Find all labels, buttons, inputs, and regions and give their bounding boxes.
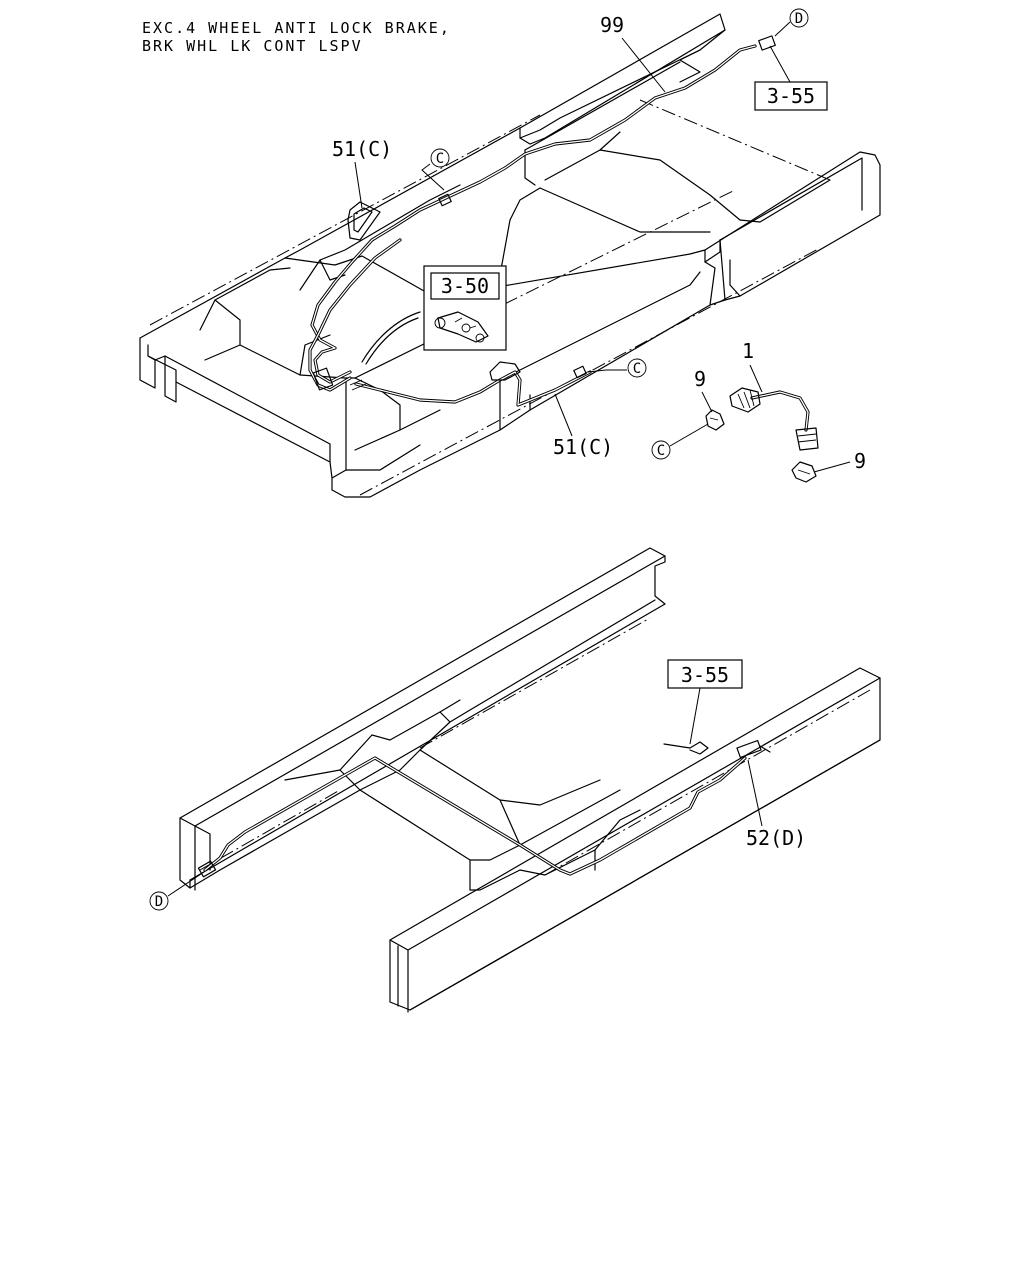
ref-box-3-55-top[interactable] [754, 81, 828, 111]
callout-9-upper[interactable]: 9 [694, 367, 706, 391]
bolt-icon [663, 741, 709, 755]
ref-label-3-55-bottom: 3-55 [681, 663, 729, 687]
diagram-header: EXC.4 WHEEL ANTI LOCK BRAKE, BRK WHL LK … [142, 19, 451, 55]
connector-c-clip [651, 440, 671, 460]
lspv-valve-icon [434, 311, 489, 343]
clip-9-lower [791, 461, 817, 483]
callout-9-lower[interactable]: 9 [854, 449, 866, 473]
brake-pipe-52d [197, 739, 771, 878]
callout-51c-top[interactable]: 51(C) [332, 137, 392, 161]
connector-c-mid [627, 358, 647, 378]
hose-end-fitting-icon [729, 387, 761, 413]
connector-c-top-label: C [436, 151, 444, 167]
callout-52d[interactable]: 52(D) [746, 826, 806, 850]
connector-d-bottom-label: D [155, 894, 163, 910]
connector-d-bottom [149, 891, 169, 911]
callout-99[interactable]: 99 [600, 13, 624, 37]
header-line-1: EXC.4 WHEEL ANTI LOCK BRAKE, [142, 19, 451, 37]
connector-c-clip-label: C [657, 443, 665, 459]
ref-box-3-55-bottom[interactable] [667, 659, 743, 689]
callouts-top: 99 D 3-55 51(C) C C 51(C) 1 9 C 9 [332, 8, 866, 473]
top-frame [139, 13, 881, 498]
connector-c-top [430, 148, 450, 168]
brake-pipe-51c [308, 35, 776, 407]
ref-inset-3-50: 3-50 [361, 265, 507, 365]
callout-51c-bottom[interactable]: 51(C) [553, 435, 613, 459]
ref-label-3-55-top: 3-55 [767, 84, 815, 108]
pipe-52d-fitting-icon [736, 739, 762, 759]
clip-9-upper [705, 409, 725, 431]
ref-label-3-50: 3-50 [441, 274, 489, 298]
ref-box-3-50[interactable] [430, 272, 500, 300]
callout-1[interactable]: 1 [742, 339, 754, 363]
connector-d-top [789, 8, 809, 28]
pipe-52d-end-fitting-icon [197, 860, 217, 878]
flex-hose-1 [729, 387, 819, 451]
connector-c-mid-label: C [633, 361, 641, 377]
header-line-2: BRK WHL LK CONT LSPV [142, 37, 363, 55]
callouts-bottom: 3-55 52(D) D [149, 659, 806, 911]
hose-lower-fitting-icon [795, 427, 819, 451]
bottom-frame [179, 547, 881, 1013]
connector-d-top-label: D [795, 11, 803, 27]
